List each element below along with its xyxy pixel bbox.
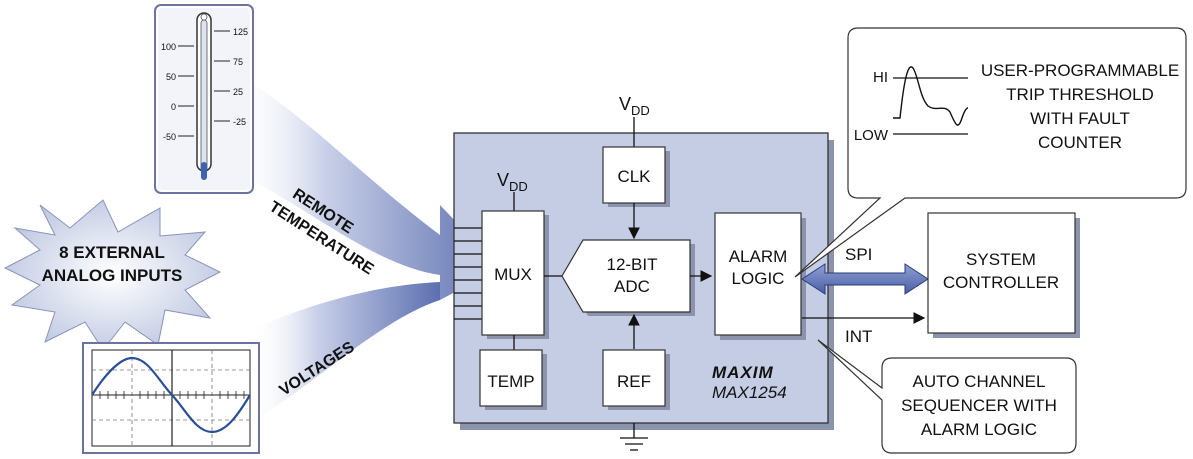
thermometer-icon <box>196 12 212 180</box>
controller-label-line2: CONTROLLER <box>943 273 1059 292</box>
external-inputs-starburst: 8 EXTERNAL ANALOG INPUTS <box>3 199 222 351</box>
sine-wave <box>91 356 251 434</box>
threshold-line2: TRIP THRESHOLD <box>1006 85 1154 104</box>
thermo-right-tick-2: 25 <box>233 87 243 97</box>
remote-temperature-fan-arrow <box>230 75 500 300</box>
thermo-left-tick-3: -50 <box>163 132 176 142</box>
threshold-line3: WITH FAULT <box>1030 109 1130 128</box>
mux-input-pins <box>454 227 482 320</box>
thermo-right-tick-0: 125 <box>233 27 248 37</box>
sequencer-line1: AUTO CHANNEL <box>913 372 1046 391</box>
ref-block: REF <box>602 349 670 410</box>
low-label: LOW <box>854 127 889 144</box>
threshold-callout: HI LOW USER-PROGRAMMABLE TRIP THRESHOLD … <box>794 27 1187 278</box>
threshold-waveform <box>893 66 969 126</box>
part-number-label: MAX1254 <box>712 383 787 402</box>
thermo-left-tick-2: 0 <box>171 102 176 112</box>
thermometer-card: 100 50 0 -50 125 75 25 -25 <box>154 4 254 194</box>
hi-label: HI <box>873 69 888 86</box>
alarm-label-line1: ALARM <box>729 247 788 266</box>
vdd-top-label: VDD <box>619 94 650 118</box>
ground-icon <box>620 423 648 451</box>
oscilloscope-card <box>82 342 260 454</box>
thermo-right-tick-3: -25 <box>233 117 246 127</box>
sequencer-line2: SEQUENCER WITH <box>901 396 1057 415</box>
thermo-left-tick-0: 100 <box>161 42 176 52</box>
spi-label: SPI <box>845 245 872 264</box>
int-label: INT <box>845 327 872 346</box>
adc-label-line1: 12-BIT <box>606 255 657 274</box>
vdd-mux-label: VDD <box>497 170 528 194</box>
mux-label: MUX <box>494 265 532 284</box>
ref-label: REF <box>617 372 651 391</box>
starburst-line1: 8 EXTERNAL <box>59 243 165 262</box>
maxim-logo: MAXIM <box>712 363 774 382</box>
system-controller-block: SYSTEM CONTROLLER <box>927 212 1080 338</box>
starburst-line2: ANALOG INPUTS <box>42 266 183 285</box>
clk-label: CLK <box>617 167 651 186</box>
alarm-label-line2: LOGIC <box>732 269 785 288</box>
threshold-line4: COUNTER <box>1038 133 1122 152</box>
threshold-line1: USER-PROGRAMMABLE <box>981 61 1179 80</box>
mux-block: MUX <box>481 210 549 339</box>
spi-bus-arrow <box>801 263 929 295</box>
adc-block: 12-BIT ADC <box>561 239 695 316</box>
controller-label-line1: SYSTEM <box>966 250 1036 269</box>
sequencer-line3: ALARM LOGIC <box>921 420 1037 439</box>
clk-block: CLK <box>602 146 670 207</box>
thermo-left-tick-1: 50 <box>166 72 176 82</box>
voltages-fan-arrow <box>250 282 440 420</box>
adc-label-line2: ADC <box>614 277 650 296</box>
temp-label: TEMP <box>487 372 534 391</box>
thermo-right-tick-1: 75 <box>233 57 243 67</box>
temp-block: TEMP <box>479 349 547 410</box>
alarm-logic-block: ALARM LOGIC <box>714 212 806 340</box>
sequencer-callout: AUTO CHANNEL SEQUENCER WITH ALARM LOGIC <box>817 339 1077 454</box>
